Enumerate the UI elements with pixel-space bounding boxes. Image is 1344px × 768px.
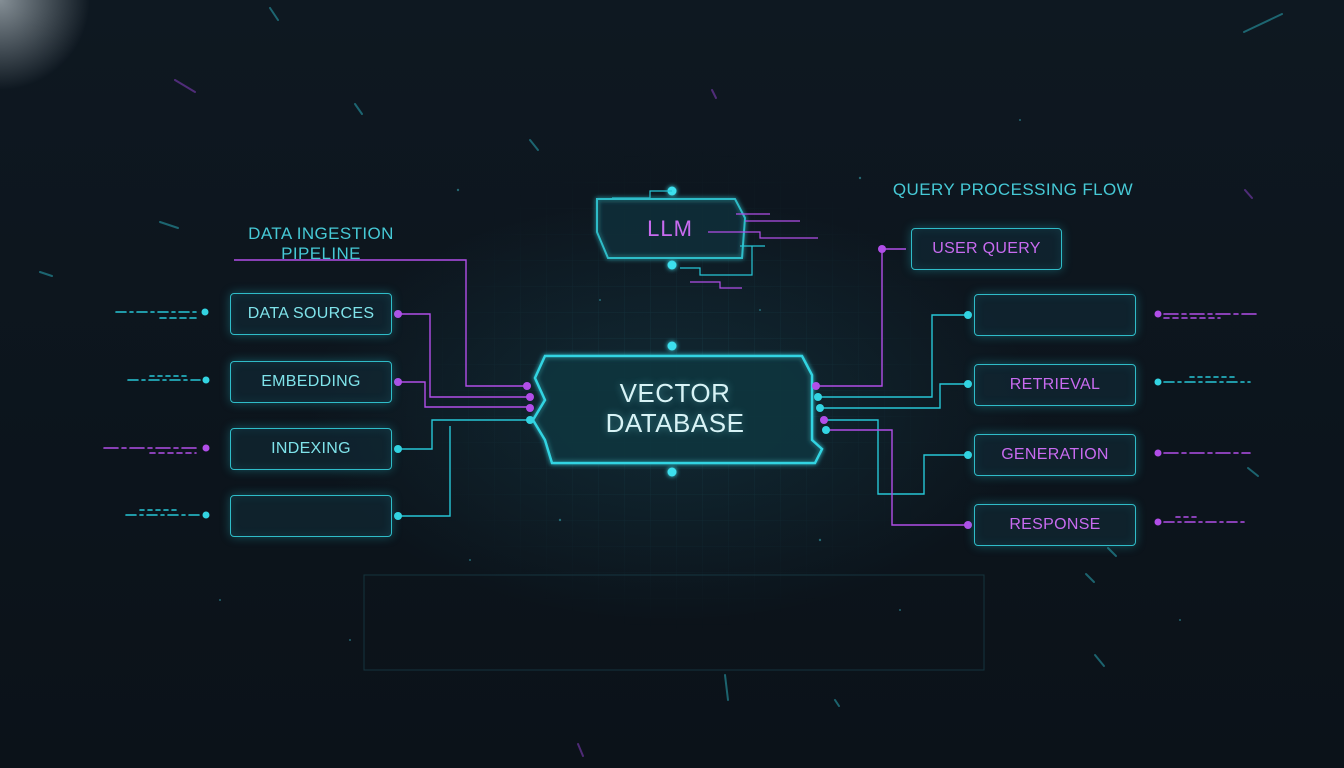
right-connectors — [816, 248, 968, 526]
faint-frame — [363, 574, 985, 671]
response-label: RESPONSE — [1009, 516, 1101, 533]
particle-streaks — [39, 7, 1283, 707]
data-sources-node[interactable]: DATA SOURCES — [230, 293, 392, 335]
left-title-line2: PIPELINE — [281, 244, 361, 263]
left-section-title: DATA INGESTION PIPELINE — [236, 224, 406, 264]
llm-side-traces — [680, 213, 818, 289]
embedding-label: EMBEDDING — [261, 373, 361, 390]
vector-database-node — [531, 354, 824, 465]
embedding-node[interactable]: EMBEDDING — [230, 361, 392, 403]
right-data-streams — [1154, 310, 1259, 526]
user-query-label: USER QUERY — [932, 240, 1041, 257]
vector-database-label: VECTOR DATABASE — [560, 378, 790, 438]
left-data-streams — [103, 308, 210, 519]
left-connectors — [234, 259, 527, 517]
vector-database-line1: VECTOR — [619, 378, 731, 408]
indexing-label: INDEXING — [271, 440, 351, 457]
empty-left-node[interactable] — [230, 495, 392, 537]
retrieval-node[interactable]: RETRIEVAL — [974, 364, 1136, 406]
vector-database-line2: DATABASE — [605, 408, 745, 438]
empty-right-node[interactable] — [974, 294, 1136, 336]
response-node[interactable]: RESPONSE — [974, 504, 1136, 546]
particle-streaks-magenta — [174, 79, 1253, 757]
user-query-node[interactable]: USER QUERY — [911, 228, 1062, 270]
right-connector-dots — [812, 245, 972, 529]
generation-label: GENERATION — [1001, 446, 1109, 463]
right-section-title: QUERY PROCESSING FLOW — [892, 180, 1134, 199]
retrieval-label: RETRIEVAL — [1009, 376, 1101, 393]
data-sources-label: DATA SOURCES — [247, 305, 375, 322]
left-title-line1: DATA INGESTION — [248, 224, 394, 243]
left-connector-dots — [394, 310, 534, 520]
indexing-node[interactable]: INDEXING — [230, 428, 392, 470]
particle-dots — [219, 119, 1181, 641]
llm-node — [596, 198, 747, 259]
generation-node[interactable]: GENERATION — [974, 434, 1136, 476]
llm-label: LLM — [647, 216, 693, 241]
